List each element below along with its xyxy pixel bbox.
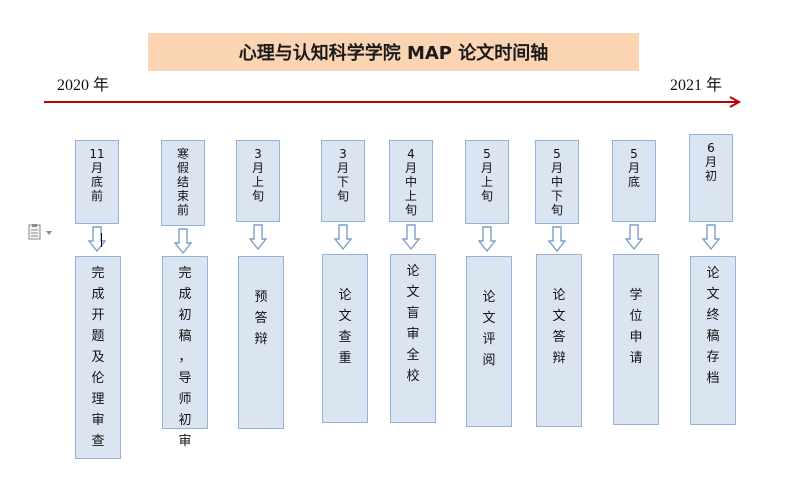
- timeline-arrow: [44, 96, 742, 108]
- date-box: 5 月 底: [612, 140, 656, 222]
- hollow-down-arrow-icon: [174, 228, 192, 254]
- task-box: 论 文 查 重: [322, 254, 368, 423]
- task-label: 论 文 查 重: [338, 288, 352, 366]
- date-label: 3 月 上 旬: [251, 147, 264, 203]
- date-box: 5 月 中 下 旬: [535, 140, 579, 224]
- task-box: 完 成 开 题 及 伦 理 审 查: [75, 256, 121, 459]
- end-year-label: 2021 年: [670, 77, 723, 94]
- date-box: 寒 假 结 束 前: [161, 140, 205, 226]
- date-box: 5 月 上 旬: [465, 140, 509, 224]
- date-label: 5 月 中 下 旬: [550, 147, 563, 217]
- date-box: 3 月 上 旬: [236, 140, 280, 222]
- hollow-down-arrow-icon: [402, 224, 420, 250]
- task-box: 论 文 终 稿 存 档: [690, 256, 736, 425]
- task-box: 论 文 评 阅: [466, 256, 512, 427]
- date-label: 寒 假 结 束 前: [176, 147, 189, 217]
- hollow-down-arrow-icon: [625, 224, 643, 250]
- date-box: 3 月 下 旬: [321, 140, 365, 222]
- date-label: 6 月 初: [704, 141, 717, 183]
- date-label: 11 月 底 前: [89, 147, 105, 203]
- task-box: 论 文 盲 审 全 校: [390, 254, 436, 423]
- task-label: 论 文 终 稿 存 档: [706, 266, 720, 386]
- hollow-down-arrow-icon: [702, 224, 720, 250]
- task-label: 完 成 开 题 及 伦 理 审 查: [91, 266, 105, 449]
- date-box: 4 月 中 上 旬: [389, 140, 433, 222]
- task-box: 论 文 答 辩: [536, 254, 582, 427]
- hollow-down-arrow-icon: [249, 224, 267, 250]
- task-label: 完 成 初 稿 ， 导 师 初 审: [178, 266, 192, 449]
- hollow-down-arrow-icon: [88, 226, 106, 252]
- date-box: 11 月 底 前: [75, 140, 119, 224]
- hollow-down-arrow-icon: [548, 226, 566, 252]
- task-label: 学 位 申 请: [629, 288, 643, 366]
- page-title: 心理与认知科学学院 MAP 论文时间轴: [148, 33, 639, 71]
- hollow-down-arrow-icon: [478, 226, 496, 252]
- task-box: 预 答 辩: [238, 256, 284, 429]
- task-label: 论 文 评 阅: [482, 290, 496, 368]
- hollow-down-arrow-icon: [334, 224, 352, 250]
- date-label: 3 月 下 旬: [336, 147, 349, 203]
- paste-options-icon[interactable]: [28, 224, 54, 240]
- date-label: 5 月 底: [627, 147, 640, 189]
- task-box: 学 位 申 请: [613, 254, 659, 425]
- task-box: 完 成 初 稿 ， 导 师 初 审: [162, 256, 208, 449]
- task-label: 论 文 盲 审 全 校: [406, 264, 420, 384]
- date-box: 6 月 初: [689, 134, 733, 222]
- task-label: 预 答 辩: [254, 290, 268, 347]
- task-label: 论 文 答 辩: [552, 288, 566, 366]
- date-label: 5 月 上 旬: [480, 147, 493, 203]
- text-cursor: [101, 233, 102, 247]
- start-year-label: 2020 年: [57, 77, 110, 94]
- date-label: 4 月 中 上 旬: [404, 147, 417, 217]
